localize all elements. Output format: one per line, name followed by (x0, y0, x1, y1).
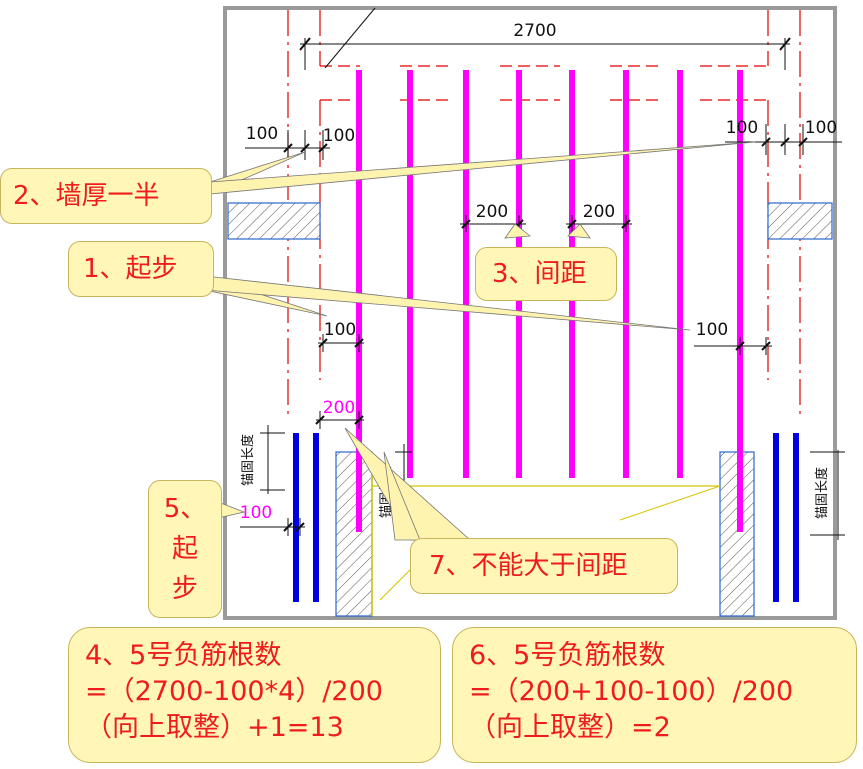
note-count-5-main-line-3: （向上取整）+1=13 (85, 712, 344, 743)
callout-spacing-text: 3、间距 (492, 259, 587, 289)
note-count-5-edge-line-2: =（200+100-100）/200 (469, 676, 794, 707)
anchor-label-left-outer: 锚固长度 (240, 434, 256, 486)
dim-start-bottom-left: 100 (240, 503, 272, 523)
callout-start-5-line-3: 步 (171, 574, 198, 604)
callout-start-5-line-1: 5、 (163, 494, 207, 524)
dim-wall-half-left-2: 100 (323, 126, 355, 146)
note-count-5-main-line-2: =（2700-100*4）/200 (85, 676, 383, 707)
callout-start-5: 5、 起 步 (148, 480, 222, 618)
dim-spacing-a: 200 (476, 202, 508, 222)
note-count-5-edge: 6、5号负筋根数 =（200+100-100）/200 （向上取整）=2 (452, 627, 857, 763)
blue-rebars (293, 433, 799, 602)
note-count-5-edge-line-1: 6、5号负筋根数 (469, 640, 666, 671)
anchor-label-right: 锚固长度 (814, 467, 830, 519)
dim-start-left: 100 (324, 320, 356, 340)
dim-wall-half-right: 100 (726, 118, 758, 138)
note-count-5-main: 4、5号负筋根数 =（2700-100*4）/200 （向上取整）+1=13 (68, 627, 441, 763)
callout-max-spacing: 7、不能大于间距 (410, 538, 678, 594)
dim-start-right: 100 (696, 320, 728, 340)
callout-spacing: 3、间距 (475, 247, 617, 301)
callout-start-5-line-2: 起 (171, 534, 198, 564)
note-count-5-main-line-1: 4、5号负筋根数 (85, 640, 282, 671)
callout-wall-half: 2、墙厚一半 (0, 168, 212, 224)
callout-max-spacing-text: 7、不能大于间距 (429, 551, 628, 581)
dim-spacing-b: 200 (583, 202, 615, 222)
dim-wall-half-right-2: 100 (805, 118, 837, 138)
dim-wall-half-left: 100 (246, 124, 278, 144)
dim-start-magenta: 200 (323, 398, 355, 418)
callout-start-text: 1、起步 (83, 254, 178, 284)
note-count-5-edge-line-3: （向上取整）=2 (469, 712, 671, 743)
callout-start: 1、起步 (68, 241, 214, 297)
dim-total-width: 2700 (513, 21, 556, 41)
callout-wall-half-text: 2、墙厚一半 (13, 181, 160, 211)
